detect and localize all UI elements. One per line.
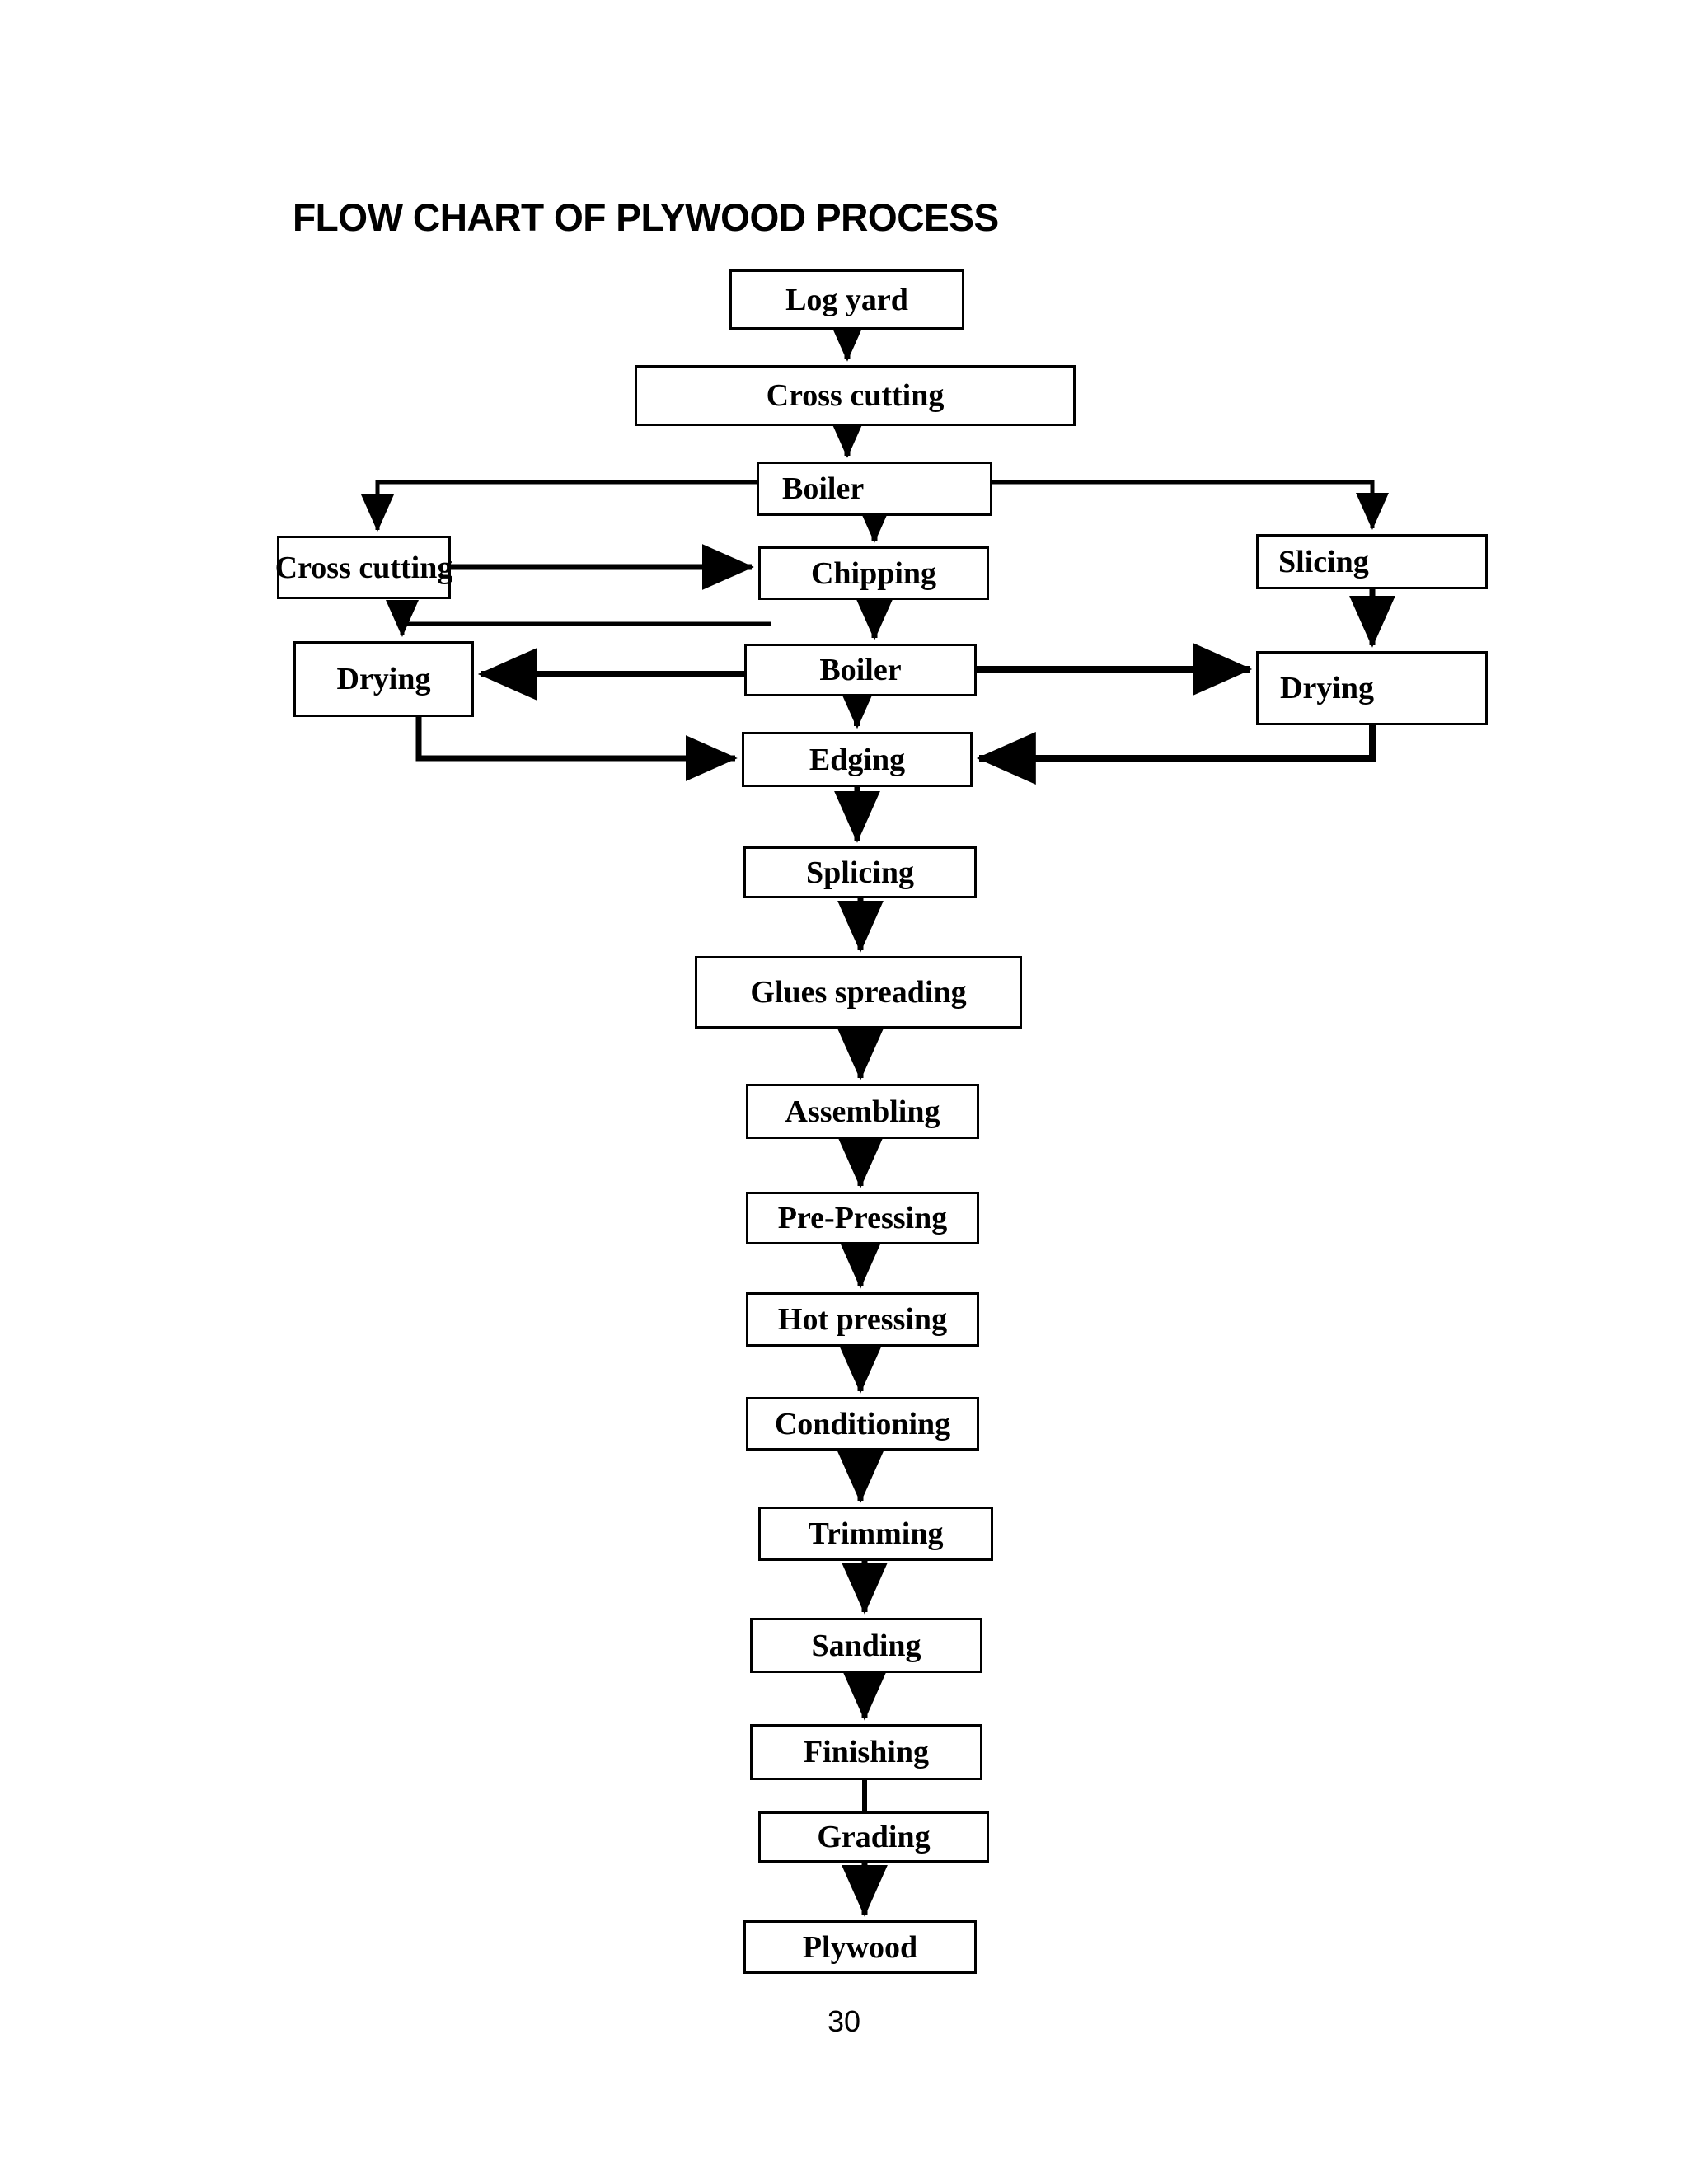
edge-boiler1-slicing [992, 480, 1389, 530]
node-conditioning[interactable]: Conditioning [746, 1397, 979, 1451]
node-cross-cutting-1[interactable]: Cross cutting [635, 365, 1076, 426]
node-boiler-2[interactable]: Boiler [744, 644, 977, 696]
node-drying-right[interactable]: Drying [1256, 651, 1488, 725]
node-boiler-1[interactable]: Boiler [757, 462, 992, 516]
node-trimming[interactable]: Trimming [758, 1507, 993, 1561]
node-assembling[interactable]: Assembling [746, 1084, 979, 1139]
node-log-yard[interactable]: Log yard [729, 269, 964, 330]
edge-dryingleft-edging [415, 717, 738, 781]
page-title: FLOW CHART OF PLYWOOD PROCESS [293, 195, 999, 239]
node-drying-left[interactable]: Drying [293, 641, 474, 717]
page-number: 30 [827, 2004, 861, 2038]
edge-boiler1-crosscutting2 [361, 480, 757, 532]
node-cross-cutting-2[interactable]: Cross cutting [275, 536, 452, 599]
edge-dryingright-edging [976, 725, 1376, 785]
node-grading[interactable]: Grading [758, 1811, 989, 1863]
node-chipping[interactable]: Chipping [758, 546, 989, 600]
node-edging[interactable]: Edging [742, 732, 973, 787]
node-hot-pressing[interactable]: Hot pressing [746, 1292, 979, 1347]
node-finishing[interactable]: Finishing [750, 1724, 982, 1780]
node-slicing[interactable]: Slicing [1256, 534, 1488, 589]
node-sanding[interactable]: Sanding [750, 1618, 982, 1673]
node-glues-spreading[interactable]: Glues spreading [695, 956, 1022, 1029]
node-pre-pressing[interactable]: Pre-Pressing [746, 1192, 979, 1244]
node-splicing[interactable]: Splicing [743, 846, 977, 898]
edge-stray-dryingleft [386, 599, 771, 637]
node-plywood[interactable]: Plywood [743, 1920, 977, 1974]
